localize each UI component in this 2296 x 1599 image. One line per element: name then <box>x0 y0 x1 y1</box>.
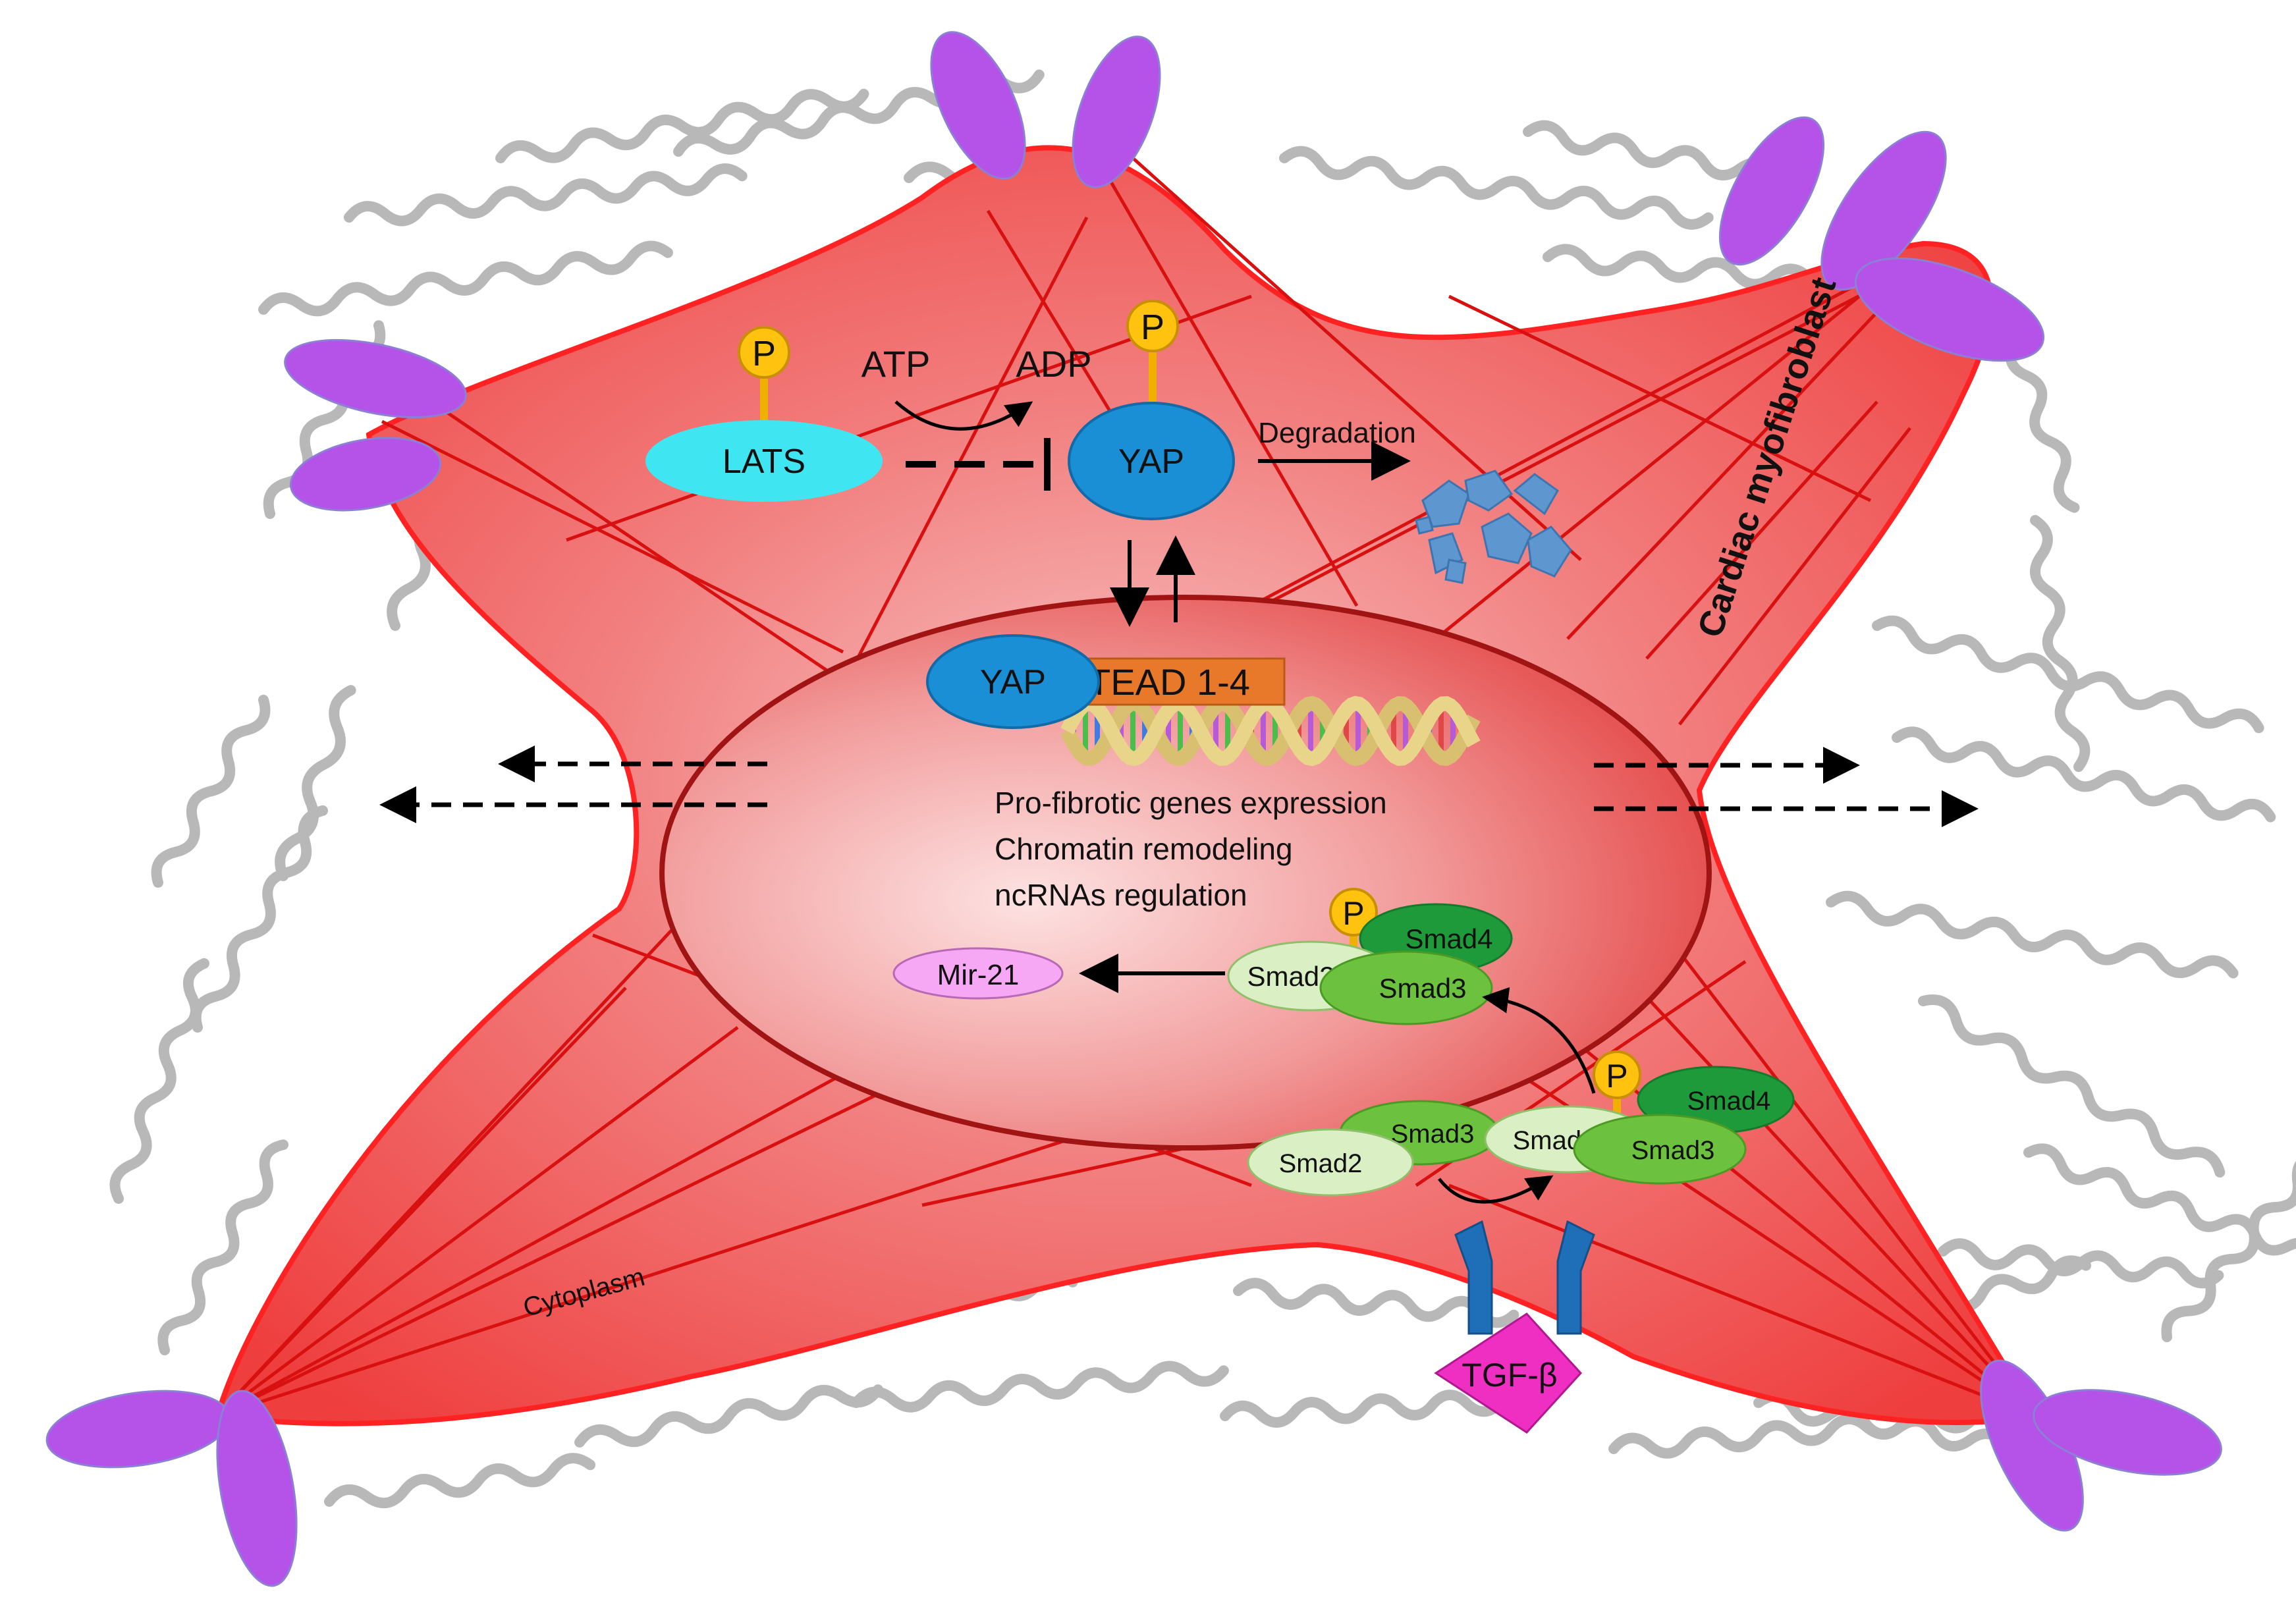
degradation-label: Degradation <box>1258 417 1416 449</box>
atp-adp-arrow <box>894 400 1033 431</box>
integrin-icon <box>216 1390 298 1587</box>
tead-label: TEAD 1-4 <box>1088 661 1250 703</box>
nuclear-smad3-label: Smad3 <box>1379 973 1466 1004</box>
collagen-fiber-icon <box>1872 615 2264 734</box>
cytoplasmic-smad-phospho-icon <box>1593 1050 1641 1099</box>
collagen-fiber-icon <box>1826 890 2239 979</box>
integrin-icon <box>1072 36 1161 188</box>
lats-phospho-label: P <box>752 334 776 373</box>
cytoplasmic-smad4-label: Smad4 <box>1687 1087 1771 1116</box>
cytoplasmic-smad3-label: Smad3 <box>1391 1120 1475 1149</box>
gene-effect-line-2: Chromatin remodeling <box>995 832 1293 866</box>
smad-phosphorylation-arrow <box>1438 1175 1554 1204</box>
yap-nuclear-label: YAP <box>980 663 1046 701</box>
integrin-icon <box>45 1390 231 1469</box>
yap-nuclear <box>926 634 1100 729</box>
nuclear-smad-phospho-icon <box>1329 888 1378 936</box>
cytoplasmic-smad3-p-label: Smad3 <box>1631 1136 1715 1165</box>
collagen-fiber-icon <box>2030 515 2091 772</box>
integrin-icon <box>284 339 467 419</box>
lats-protein <box>645 420 883 502</box>
collagen-fiber-icon <box>1523 120 1780 180</box>
collagen-fiber-icon <box>275 685 356 881</box>
degraded-protein-icon <box>1415 470 1572 584</box>
collagen-fibers <box>109 69 2296 1509</box>
collagen-fiber-icon <box>190 805 328 1033</box>
yap-phospho-label: P <box>1141 308 1164 347</box>
yap-cytoplasmic-label: YAP <box>1118 443 1184 481</box>
integrin-icon <box>930 31 1026 180</box>
smad-nuclear-translocation-arrow <box>1482 987 1596 1094</box>
collagen-fiber-icon <box>151 694 271 888</box>
collagen-fiber-icon <box>1220 1390 1507 1428</box>
collagen-fiber-icon <box>1543 244 1816 290</box>
integrin-icon <box>2033 1389 2222 1476</box>
collagen-fiber-icon <box>344 163 748 227</box>
integrin-icon <box>1820 130 1947 291</box>
collagen-fiber-icon <box>1892 726 2276 823</box>
gene-effect-line-3: ncRNAs regulation <box>995 878 1247 912</box>
mir21-label: Mir-21 <box>937 959 1020 991</box>
gene-effect-line-1: Pro-fibrotic genes expression <box>995 786 1387 820</box>
collagen-fiber-icon <box>2161 1150 2296 1342</box>
collagen-fiber-icon <box>1279 146 1714 230</box>
integrin-icon <box>289 437 442 512</box>
mir21-icon <box>892 947 1064 1000</box>
collagen-fiber-icon <box>574 1384 884 1448</box>
integrin-icon <box>1718 116 1825 266</box>
collagen-fiber-icon <box>157 1139 288 1355</box>
yap-cytoplasmic <box>1068 402 1235 520</box>
cytoplasmic-smad2-label: Smad2 <box>1279 1149 1363 1178</box>
nuclear-smad4-label: Smad4 <box>1405 923 1492 954</box>
lats-label: LATS <box>723 443 806 481</box>
lats-phospho-icon <box>738 326 790 379</box>
collagen-fiber-icon <box>495 88 869 163</box>
tgf-beta-label: TGF-β <box>1462 1357 1557 1394</box>
tgf-beta-ligand <box>1434 1313 1583 1434</box>
cytoplasmic-smad3-p <box>1573 1114 1747 1185</box>
collagen-fiber-icon <box>258 240 673 317</box>
adp-label: ADP <box>1016 343 1091 385</box>
collagen-fiber-icon <box>109 958 209 1204</box>
collagen-fiber-icon <box>1918 994 2226 1178</box>
tgf-beta-receptor-icon <box>1454 1220 1595 1335</box>
yap-phospho-icon <box>1126 300 1179 352</box>
collagen-fiber-icon <box>324 1453 596 1509</box>
cytoplasmic-smad2 <box>1247 1128 1414 1197</box>
atp-label: ATP <box>861 343 931 385</box>
collagen-fiber-icon <box>851 1361 1229 1413</box>
integrins <box>45 31 2222 1587</box>
integrin-icon <box>1854 257 2045 362</box>
cytoplasmic-smad-phospho-label: P <box>1606 1058 1627 1095</box>
collagen-fiber-icon <box>2023 1143 2296 1264</box>
nuclear-smad-phospho-label: P <box>1342 895 1364 932</box>
